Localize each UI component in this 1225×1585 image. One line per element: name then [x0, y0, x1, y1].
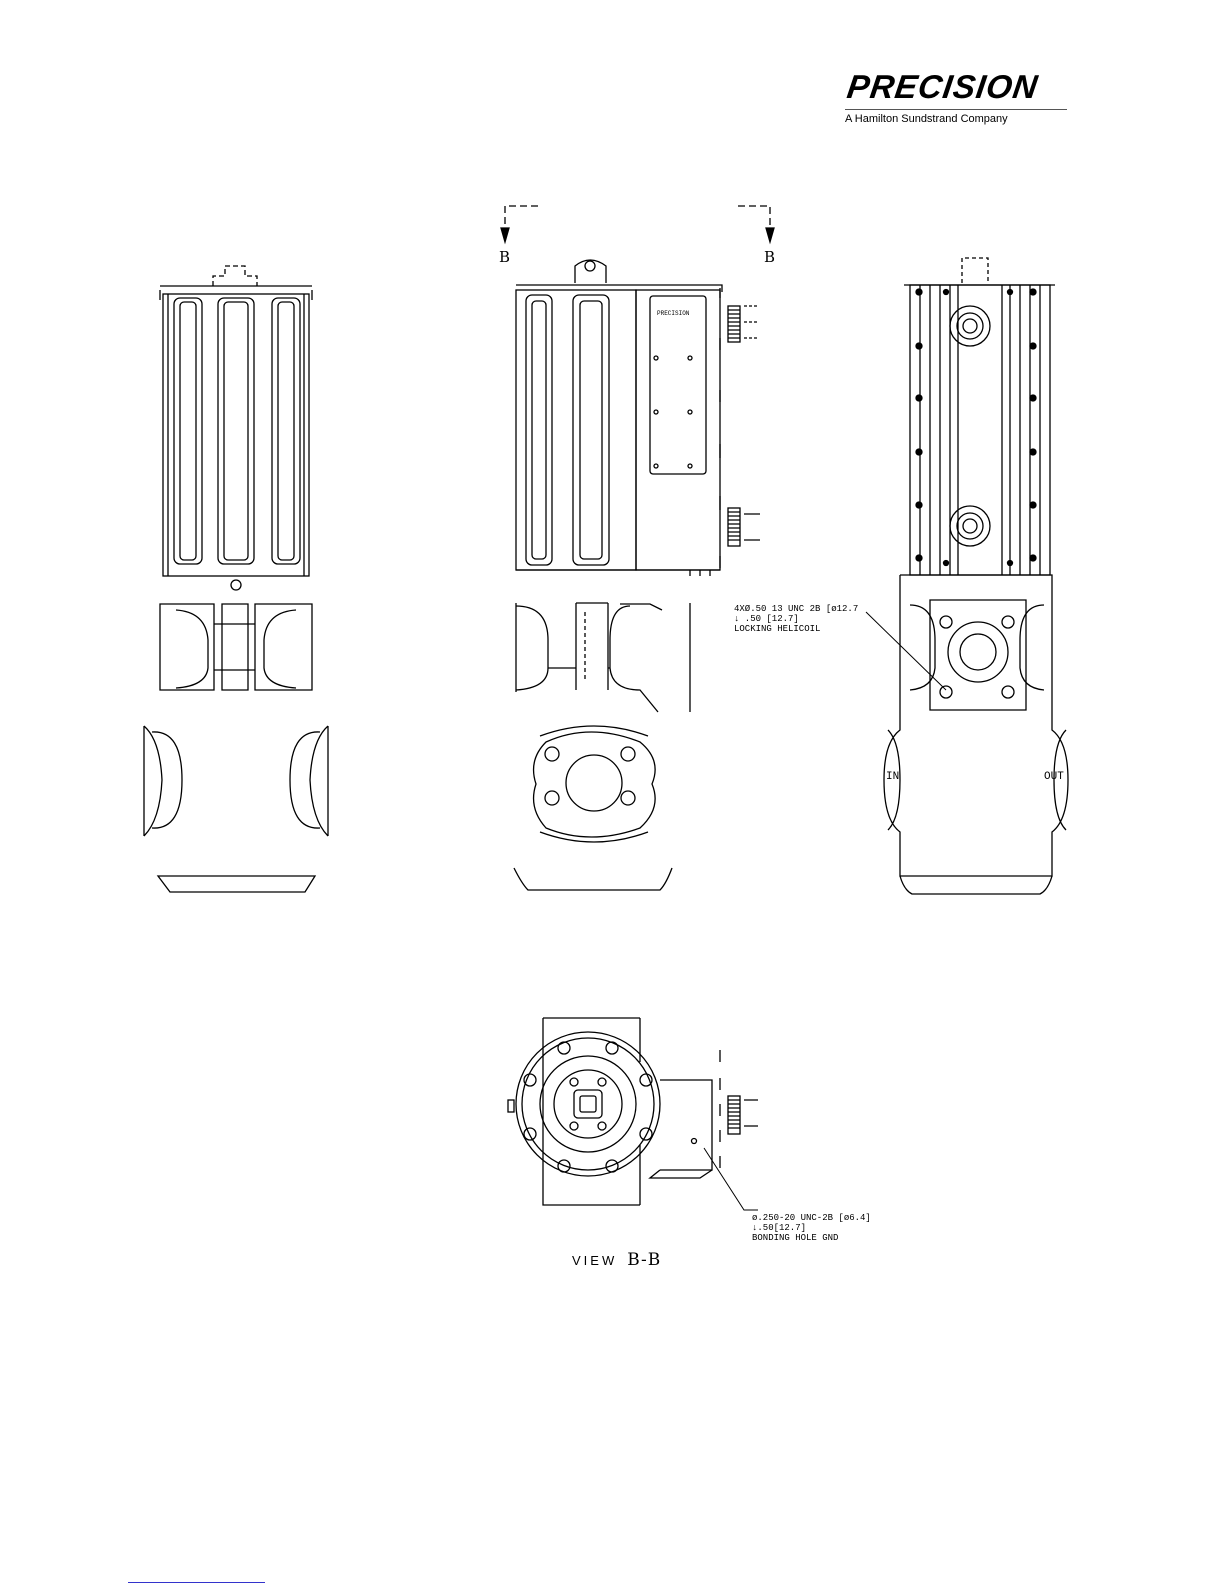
bonding-callout-line-1: ø.250-20 UNC-2B [ø6.4] — [752, 1213, 871, 1223]
connector-receptacle-top — [950, 306, 990, 346]
bonding-callout-line-2: ↓.50[12.7] — [752, 1223, 871, 1233]
connector-bottom — [728, 508, 760, 546]
section-arrow-left — [501, 228, 509, 242]
view-caption: VIEW B-B — [572, 1250, 661, 1270]
nameplate-text: PRECISION — [657, 309, 689, 319]
helicoil-callout: 4XØ.50 13 UNC 2B [ø12.7 ↓ .50 [12.7] LOC… — [734, 604, 858, 634]
section-mark-right: B — [764, 248, 775, 266]
helicoil-callout-line-2: ↓ .50 [12.7] — [734, 614, 858, 624]
helicoil-callout-line-1: 4XØ.50 13 UNC 2B [ø12.7 — [734, 604, 858, 614]
footer-rule — [128, 1582, 265, 1583]
view-b-b — [508, 1018, 758, 1210]
connector-receptacle-bottom — [950, 506, 990, 546]
drain-plug — [231, 580, 241, 590]
section-cut-line — [505, 206, 770, 230]
helicoil-callout-line-3: LOCKING HELICOIL — [734, 624, 858, 634]
port-label-out: OUT — [1044, 772, 1064, 782]
bonding-hole — [692, 1139, 697, 1144]
view-caption-prefix: VIEW — [572, 1253, 617, 1268]
nameplate — [650, 296, 706, 474]
left-view — [144, 266, 328, 892]
port-label-in: IN — [886, 772, 899, 782]
connector-top — [728, 306, 758, 342]
section-mark-left: B — [499, 248, 510, 266]
section-arrow-right — [766, 228, 774, 242]
bonding-callout-line-3: BONDING HOLE GND — [752, 1233, 871, 1243]
connector-b-b — [728, 1096, 758, 1134]
center-view — [514, 260, 760, 890]
right-view — [866, 258, 1068, 894]
bonding-callout: ø.250-20 UNC-2B [ø6.4] ↓.50[12.7] BONDIN… — [752, 1213, 871, 1243]
view-caption-section: B-B — [627, 1250, 661, 1270]
